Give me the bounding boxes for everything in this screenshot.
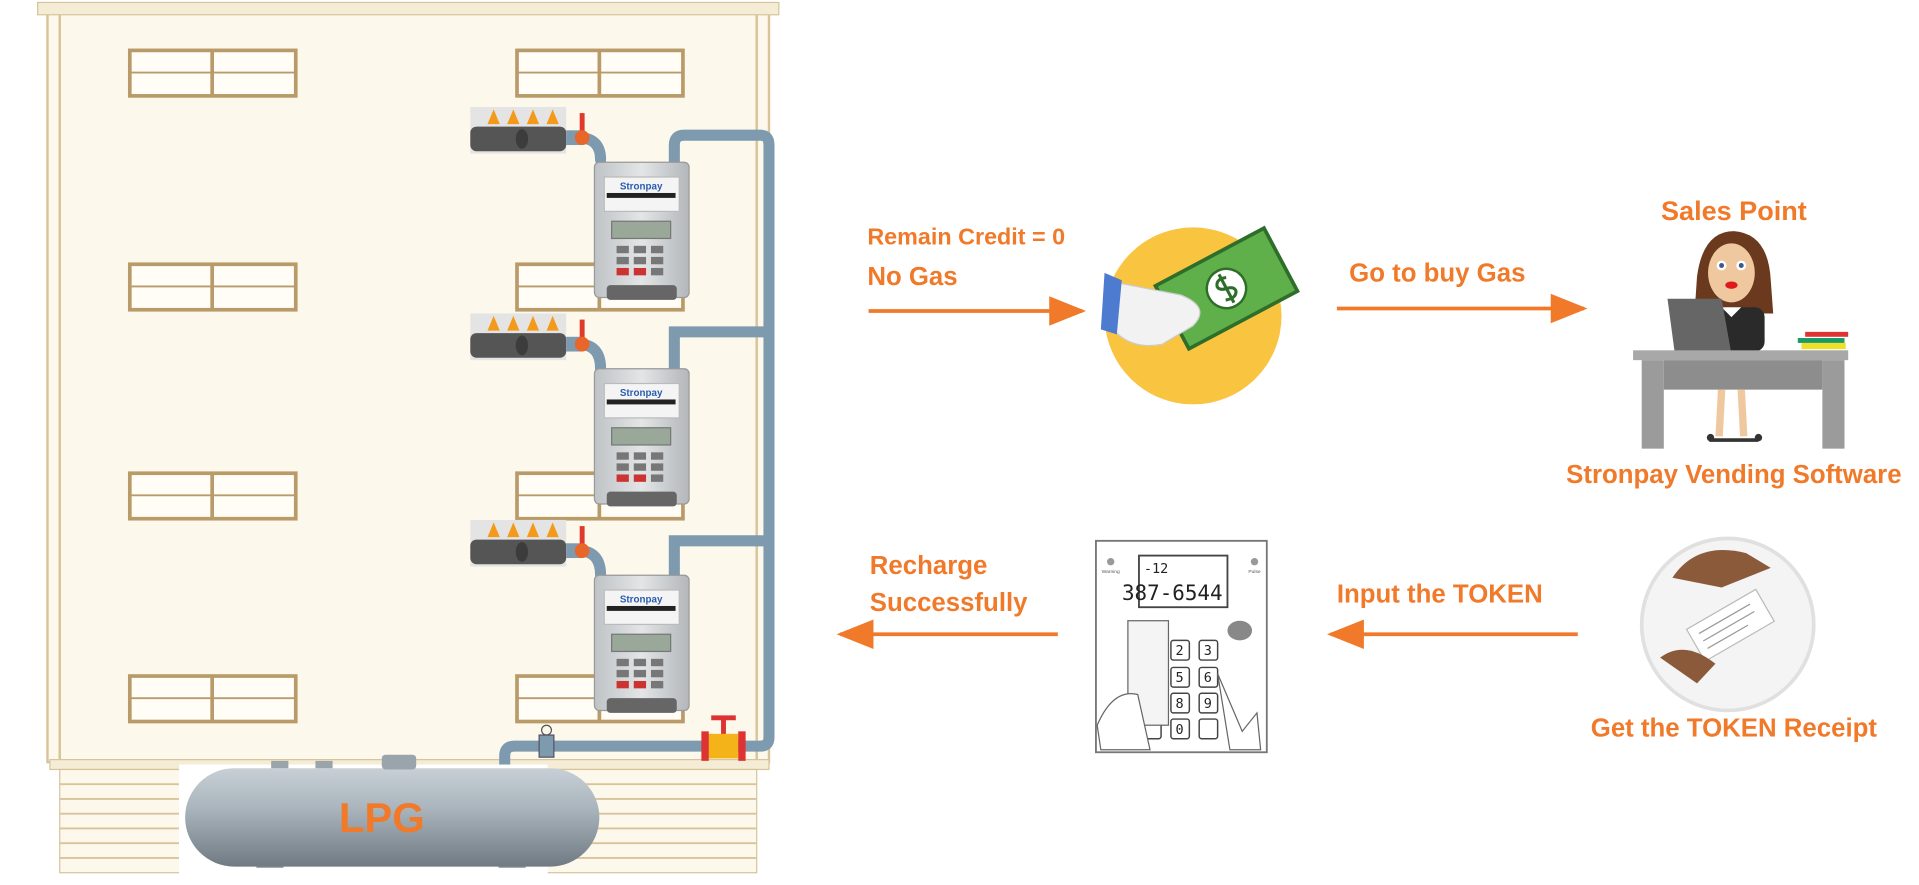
keypad-display-top: -12 xyxy=(1144,561,1168,577)
main-valve xyxy=(701,715,746,761)
input-token-label: Input the TOKEN xyxy=(1337,580,1543,608)
meter-brand-label: Stronpay xyxy=(620,594,663,605)
vending-software-label: Stronpay Vending Software xyxy=(1566,461,1901,489)
lpg-tank: LPG xyxy=(178,754,600,878)
meter-brand-label: Stronpay xyxy=(620,181,663,192)
meter-keypad: Warning Pulse -12 387-6544 2 3 5 6 8 9 0 xyxy=(1095,539,1268,754)
warning-led-icon xyxy=(1107,558,1115,566)
key-label: 2 xyxy=(1175,643,1183,659)
cash-payment-icon xyxy=(1100,225,1300,405)
key-label: 3 xyxy=(1204,643,1212,659)
floor-3-gas-meter: Stronpay xyxy=(593,161,690,301)
key-label: 9 xyxy=(1204,696,1212,712)
get-token-receipt-label: Get the TOKEN Receipt xyxy=(1591,714,1878,742)
key-label: 5 xyxy=(1175,670,1183,686)
pulse-led-icon xyxy=(1250,558,1259,566)
key-label: 0 xyxy=(1175,722,1183,738)
token-receipt-icon xyxy=(1639,536,1816,713)
pulse-label: Pulse xyxy=(1248,569,1261,575)
lpg-label: LPG xyxy=(339,794,425,841)
sales-clerk-illustration xyxy=(1633,231,1849,449)
keypad-display xyxy=(1138,554,1229,609)
keypad-display-main: 387-6544 xyxy=(1122,581,1223,605)
floor-2-gas-meter: Stronpay xyxy=(593,368,690,508)
tank-valve xyxy=(538,724,555,758)
warning-label: Warning xyxy=(1102,569,1120,575)
key-label: 8 xyxy=(1175,696,1183,712)
dollar-sign-icon xyxy=(1215,273,1238,304)
go-to-buy-gas-label: Go to buy Gas xyxy=(1349,259,1525,287)
remain-credit-label: Remain Credit = 0 xyxy=(867,224,1065,250)
key-label: 6 xyxy=(1204,670,1212,686)
no-gas-label: No Gas xyxy=(867,263,957,291)
floor-1-gas-meter: Stronpay xyxy=(593,574,690,714)
meter-brand-label: Stronpay xyxy=(620,388,663,399)
successfully-label: Successfully xyxy=(870,589,1028,617)
sales-point-title: Sales Point xyxy=(1661,196,1807,226)
recharge-label: Recharge xyxy=(870,552,988,580)
